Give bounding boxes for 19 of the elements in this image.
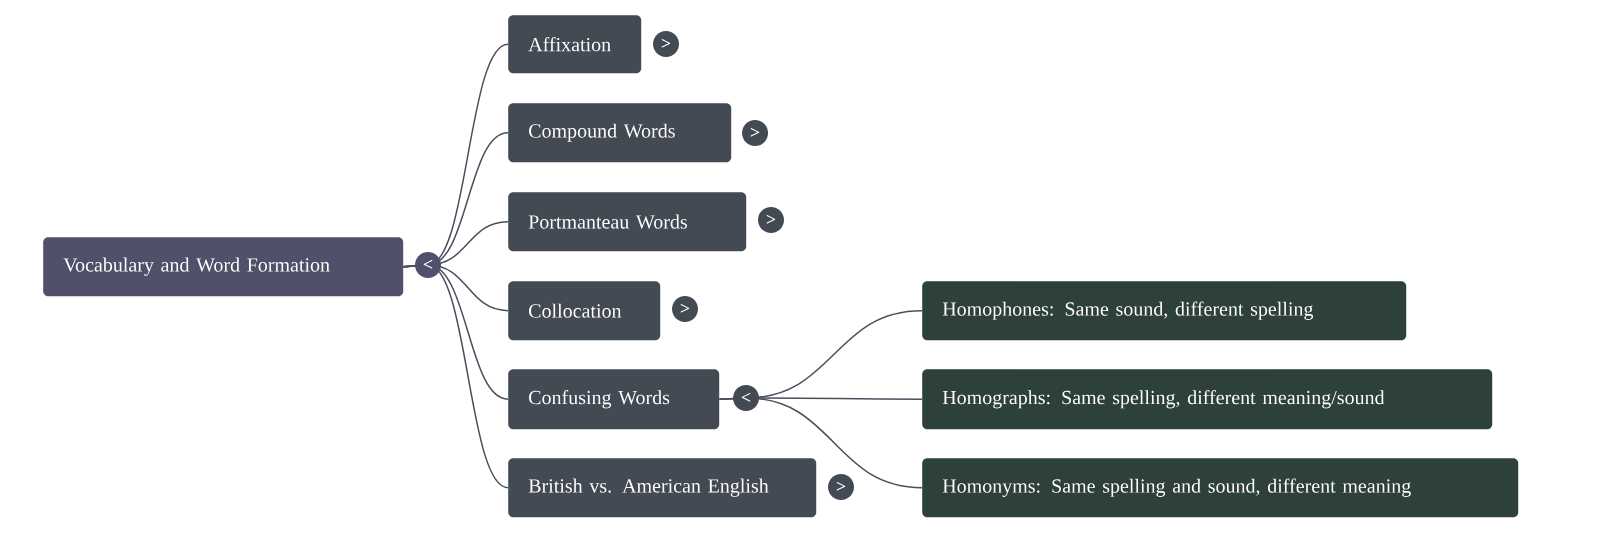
toggle-button: > bbox=[742, 120, 768, 146]
topic-box: Homophones: Same sound, different spelling bbox=[922, 281, 1407, 341]
toggle-button: > bbox=[758, 207, 784, 233]
toggle-button: > bbox=[828, 474, 854, 500]
toggle-button: < bbox=[733, 385, 759, 411]
toggle-button: > bbox=[672, 296, 698, 322]
topic-box: Affixation bbox=[508, 15, 642, 74]
connector-line bbox=[402, 264, 509, 489]
topic-box: Confusing Words bbox=[508, 369, 720, 430]
topic-box: Homonyms: Same spelling and sound, different meaning bbox=[922, 458, 1519, 518]
toggle-button: > bbox=[653, 31, 679, 57]
toggle-button: < bbox=[415, 252, 441, 278]
topic-box: Collocation bbox=[508, 281, 661, 341]
topic-box: Vocabulary and Word Formation bbox=[43, 237, 404, 297]
topic-box: Homographs: Same spelling, different meaning/sound bbox=[922, 369, 1493, 430]
topic-box: British vs. American English bbox=[508, 458, 817, 518]
topic-box: Compound Words bbox=[508, 103, 732, 163]
connector-line bbox=[718, 397, 923, 489]
topic-box: Portmanteau Words bbox=[508, 192, 747, 252]
